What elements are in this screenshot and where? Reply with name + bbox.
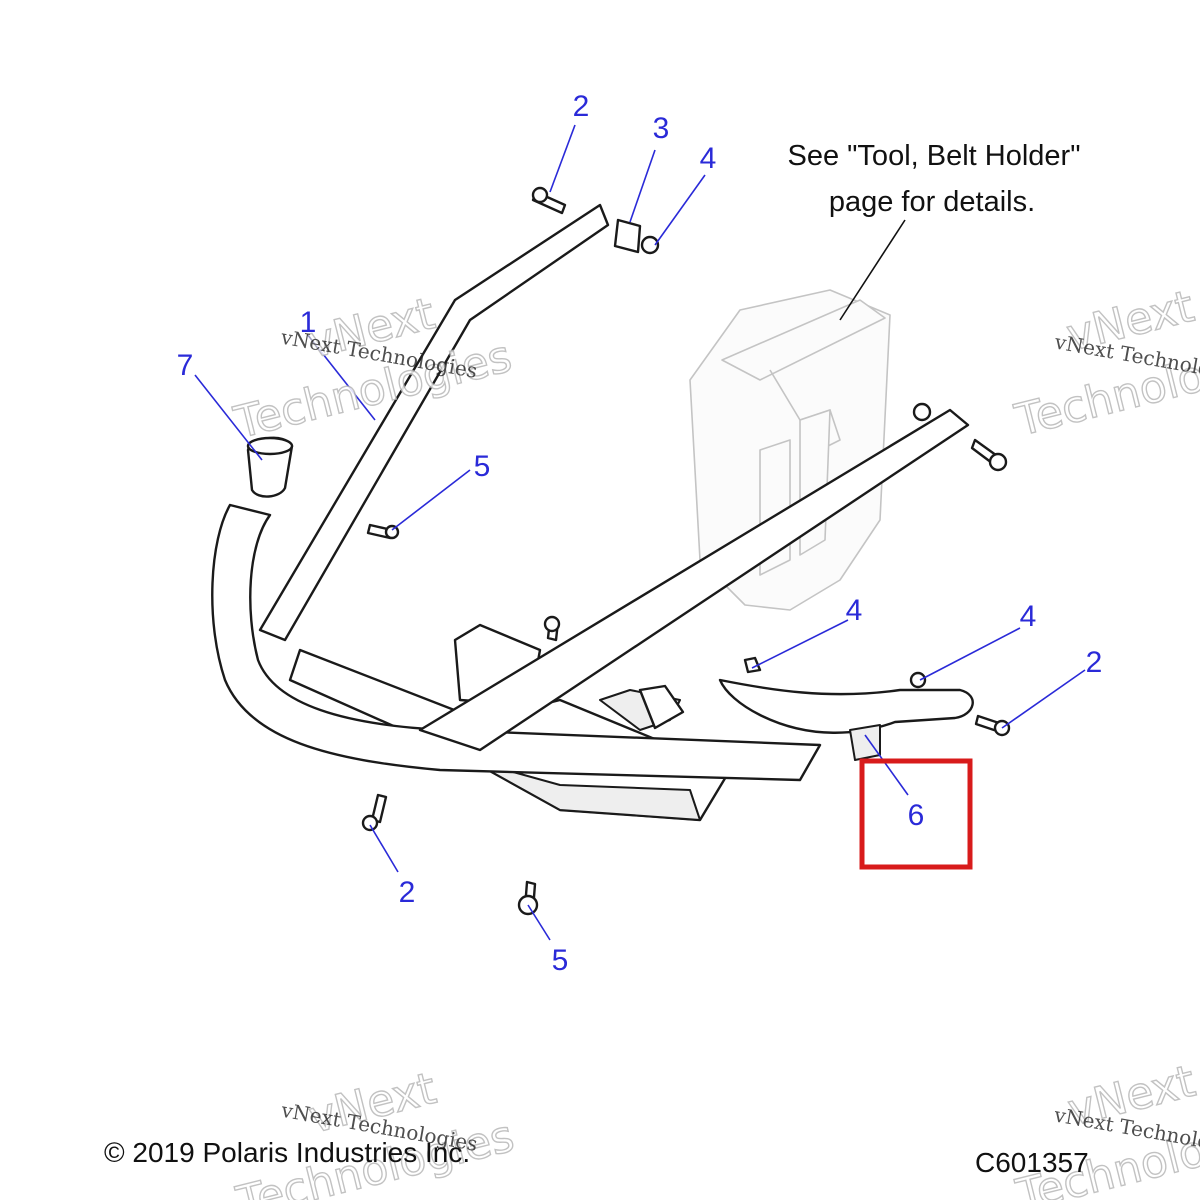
callout-4-mid: 4 <box>846 594 863 627</box>
bumper-frame <box>211 203 970 782</box>
callout-2-top: 2 <box>573 90 590 123</box>
callout-2-bottom: 2 <box>399 876 416 909</box>
callout-7: 7 <box>177 349 194 382</box>
callout-4-right: 4 <box>1020 600 1037 633</box>
footer: © 2019 Polaris Industries Inc. C601357 <box>104 1137 1089 1178</box>
callout-1: 1 <box>300 306 317 339</box>
callout-5-bottom: 5 <box>552 944 569 977</box>
callout-3: 3 <box>653 112 670 145</box>
callout-4-top: 4 <box>700 142 717 175</box>
reference-note: See "Tool, Belt Holder" page for details… <box>787 140 1080 218</box>
fasteners <box>361 186 1011 916</box>
copyright-text: © 2019 Polaris Industries Inc. <box>104 1137 470 1168</box>
callout-numbers: 1 2 3 4 5 7 4 4 2 6 2 5 <box>177 90 1103 977</box>
callout-5-mid: 5 <box>474 450 491 483</box>
note-line-1: See "Tool, Belt Holder" <box>787 140 1080 172</box>
callout-2-right: 2 <box>1086 646 1103 679</box>
highlight-box <box>859 758 973 870</box>
drawing-number: C601357 <box>975 1147 1089 1178</box>
leader-lines <box>194 124 1086 941</box>
bracket-part-6 <box>718 678 974 761</box>
end-cap-part-7 <box>246 436 294 498</box>
note-line-2: page for details. <box>829 186 1035 218</box>
callout-6: 6 <box>908 799 925 832</box>
